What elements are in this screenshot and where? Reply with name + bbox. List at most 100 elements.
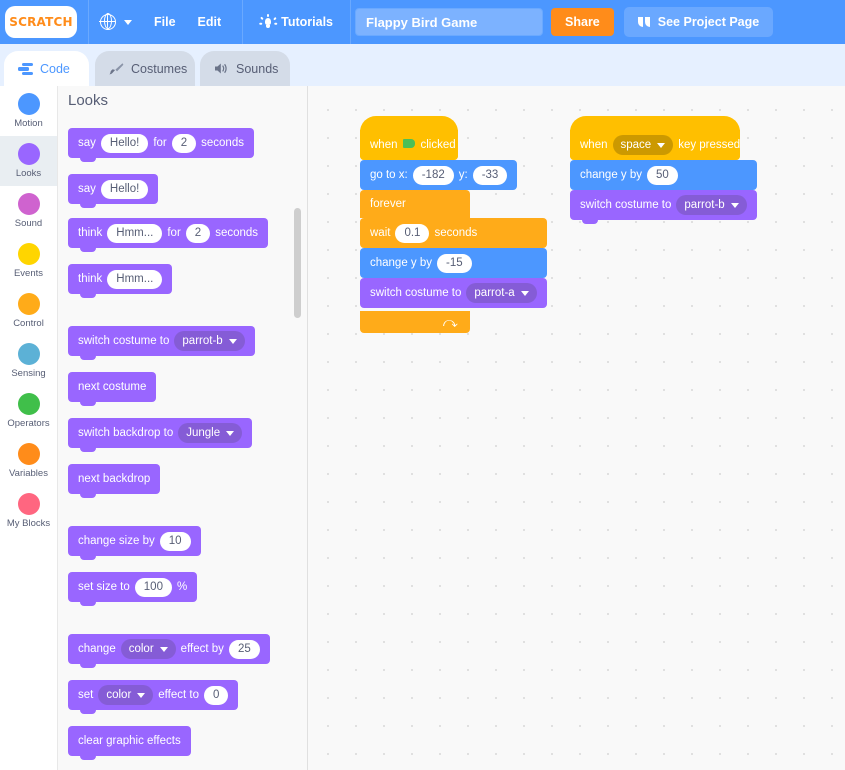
wait-label: wait <box>370 227 391 239</box>
palette-block-think[interactable]: think Hmm... <box>68 264 173 298</box>
when-key-pressed-block[interactable]: when space key pressed <box>570 116 741 164</box>
block-input[interactable]: 10 <box>159 531 191 551</box>
palette-block-change-effect[interactable]: change color effect by 25 <box>68 634 270 668</box>
tab-costumes[interactable]: Costumes <box>95 51 195 86</box>
block-text: set size to <box>78 581 130 593</box>
menu-tutorials-label: Tutorials <box>281 15 334 29</box>
block-input[interactable]: Hello! <box>100 179 149 199</box>
change-y-block[interactable]: change y by -15 <box>360 248 547 282</box>
key-dropdown[interactable]: space <box>612 135 674 155</box>
block-input[interactable]: 2 <box>171 133 197 153</box>
loop-arrow-icon: ⤺ <box>443 313 458 330</box>
category-variables[interactable]: Variables <box>0 436 57 486</box>
forever-label: forever <box>370 198 406 210</box>
code-workspace[interactable]: when clicked go to x: -182 y: -33 foreve… <box>308 86 845 770</box>
block-input[interactable]: 2 <box>185 223 211 243</box>
category-color-dot <box>17 393 40 415</box>
block-dropdown[interactable]: parrot-b <box>174 331 245 351</box>
script-2[interactable]: when space key pressed change y by 50 sw… <box>570 116 757 224</box>
block-input[interactable]: 25 <box>228 639 260 659</box>
switch-costume-block-2[interactable]: switch costume to parrot-b <box>570 190 757 224</box>
wait-block[interactable]: wait 0.1 seconds <box>360 218 547 252</box>
chevron-down-icon <box>228 338 237 344</box>
key-pressed-label: key pressed <box>678 139 741 151</box>
block-dropdown-value: parrot-b <box>182 335 223 347</box>
change-y-block-2[interactable]: change y by 50 <box>570 160 757 194</box>
block-text: set <box>78 689 94 701</box>
forever-block[interactable]: forever wait 0.1 seconds change y by -15 <box>360 190 547 333</box>
category-label: Sound <box>14 218 43 229</box>
palette-scrollbar[interactable] <box>294 208 301 318</box>
palette-block-next-costume[interactable]: next costume <box>68 372 157 406</box>
language-menu[interactable] <box>89 0 143 44</box>
block-dropdown-value: color <box>128 643 154 655</box>
category-events[interactable]: Events <box>0 236 57 286</box>
category-operators[interactable]: Operators <box>0 386 57 436</box>
category-my-blocks[interactable]: My Blocks <box>0 486 57 536</box>
block-dropdown[interactable]: Jungle <box>178 423 243 443</box>
block-input[interactable]: Hmm... <box>107 223 163 243</box>
category-sound[interactable]: Sound <box>0 186 57 236</box>
block-text: think <box>78 273 103 285</box>
goto-x-input[interactable]: -182 <box>412 165 454 185</box>
wait-seconds-input[interactable]: 0.1 <box>395 223 430 243</box>
goto-y-input[interactable]: -33 <box>472 165 508 185</box>
costume-dropdown[interactable]: parrot-a <box>466 283 537 303</box>
switch-costume-block[interactable]: switch costume to parrot-a <box>360 278 547 308</box>
project-title-input[interactable] <box>355 8 544 36</box>
block-input[interactable]: 100 <box>134 577 172 597</box>
category-motion[interactable]: Motion <box>0 86 57 136</box>
block-dropdown[interactable]: color <box>120 639 176 659</box>
block-dropdown-value: color <box>106 689 132 701</box>
block-input[interactable]: Hello! <box>100 133 149 153</box>
share-button[interactable]: Share <box>551 8 614 36</box>
category-label: My Blocks <box>6 518 51 529</box>
tab-sounds-label: Sounds <box>236 61 279 76</box>
menu-file[interactable]: File <box>154 15 176 29</box>
block-text: clear graphic effects <box>78 735 181 747</box>
category-control[interactable]: Control <box>0 286 57 336</box>
tab-sounds[interactable]: Sounds <box>200 51 290 86</box>
palette-block-clear-effects[interactable]: clear graphic effects <box>68 726 191 760</box>
category-label: Variables <box>9 468 48 479</box>
scratch-logo[interactable]: SCRATCH <box>8 9 74 35</box>
chevron-down-icon <box>226 430 235 436</box>
block-text: seconds <box>201 137 244 149</box>
script-1[interactable]: when clicked go to x: -182 y: -33 foreve… <box>360 116 547 333</box>
when-key-label: when <box>580 139 608 151</box>
tab-code[interactable]: Code <box>4 51 89 86</box>
palette-block-body: next backdrop <box>68 464 161 498</box>
block-text: effect by <box>180 643 224 655</box>
category-sensing[interactable]: Sensing <box>0 336 57 386</box>
clicked-label: clicked <box>420 139 456 151</box>
change-y-input-2[interactable]: 50 <box>647 165 678 185</box>
menu-edit[interactable]: Edit <box>197 15 222 29</box>
change-y-input[interactable]: -15 <box>437 253 472 273</box>
switch-costume-label-2: switch costume to <box>580 199 672 211</box>
go-to-xy-block[interactable]: go to x: -182 y: -33 <box>360 160 518 194</box>
category-looks[interactable]: Looks <box>0 136 57 186</box>
block-input[interactable]: 0 <box>204 685 229 705</box>
block-text: change <box>78 643 116 655</box>
category-label: Looks <box>15 168 42 179</box>
category-label: Operators <box>7 418 50 429</box>
block-dropdown[interactable]: color <box>98 685 154 705</box>
palette-block-next-backdrop[interactable]: next backdrop <box>68 464 161 498</box>
when-flag-clicked-block[interactable]: when clicked <box>360 116 458 164</box>
menu-tutorials[interactable]: Tutorials <box>249 0 344 44</box>
change-y-label: change y by <box>370 257 433 269</box>
block-input[interactable]: Hmm... <box>107 269 163 289</box>
costume-dropdown-2[interactable]: parrot-b <box>676 195 747 215</box>
see-project-page-button[interactable]: See Project Page <box>623 7 774 37</box>
